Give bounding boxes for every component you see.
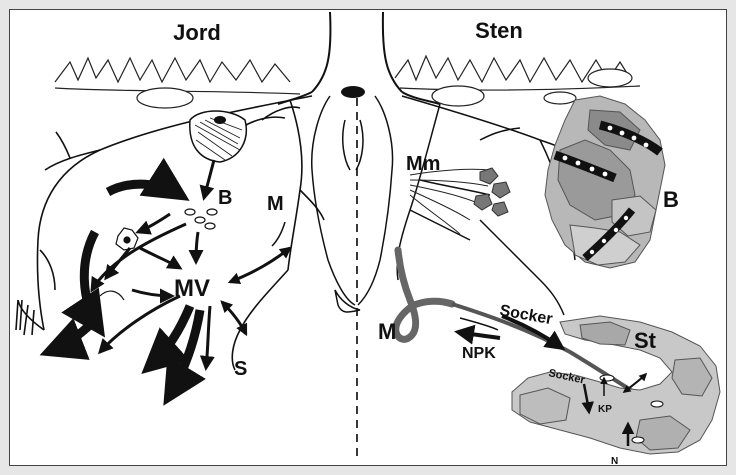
title-soil: Jord	[173, 20, 221, 45]
label-n: N	[611, 456, 618, 467]
label-bacteria-left: B	[218, 187, 232, 209]
title-stone: Sten	[475, 18, 523, 43]
label-mm: Mm	[406, 153, 440, 175]
label-bacteria-right: B	[663, 187, 679, 212]
label-npk: NPK	[462, 345, 496, 362]
label-mycorrhiza-left: M	[267, 193, 284, 215]
label-mycorrhiza-right: M	[378, 319, 396, 344]
label-s: S	[234, 358, 247, 380]
label-kp: KP	[598, 404, 612, 415]
label-mv: MV	[174, 275, 210, 302]
label-st: St	[634, 328, 657, 353]
trunk-base-mark	[341, 86, 365, 98]
